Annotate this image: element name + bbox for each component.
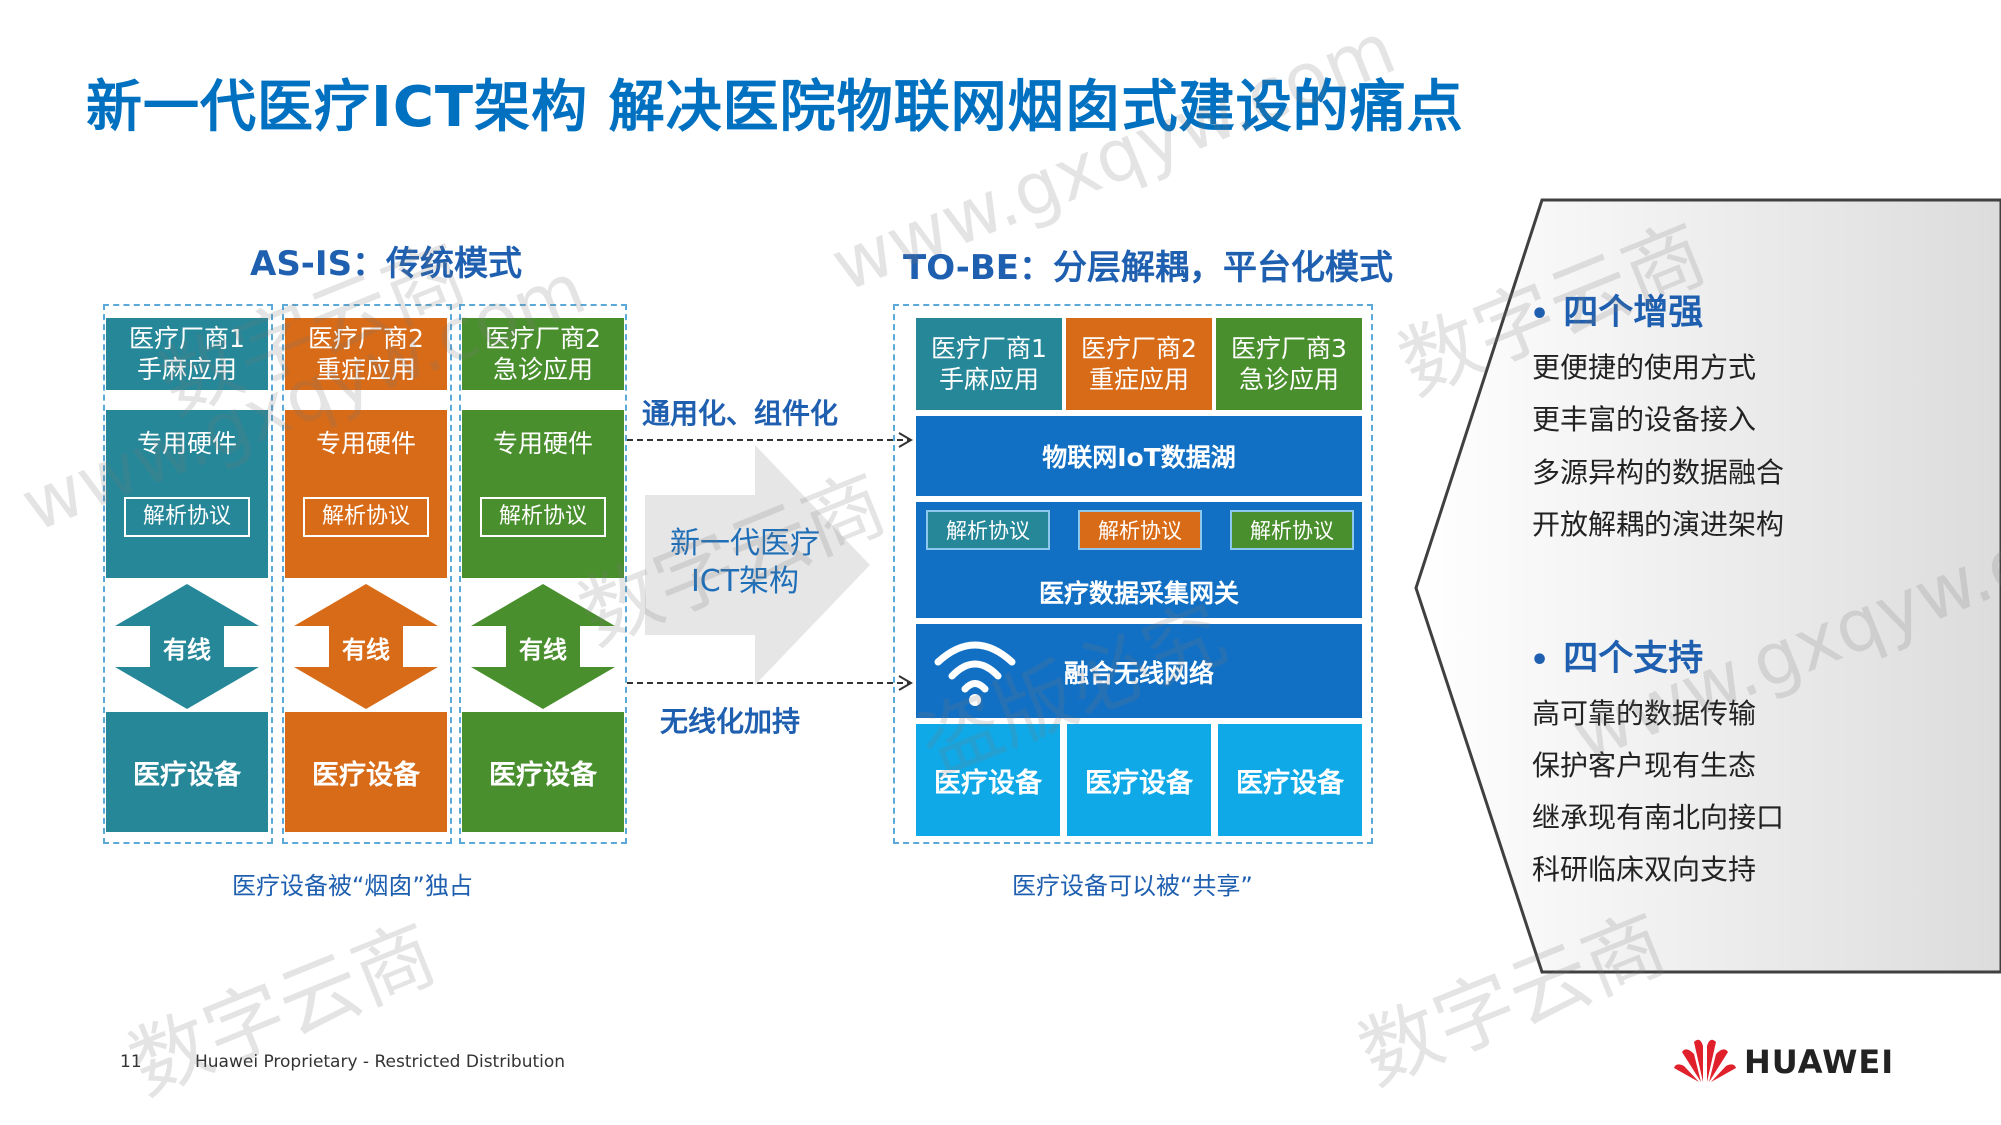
tobe-protocol-1: 解析协议 xyxy=(926,510,1050,550)
huawei-brand: HUAWEI xyxy=(1744,1043,1895,1081)
transition-arrow-icon xyxy=(645,445,870,685)
gateway-label: 医疗数据采集网关 xyxy=(1038,579,1239,608)
right-panel-background xyxy=(1414,198,2001,974)
vendor2-icu-app: 医疗厂商2 重症应用 xyxy=(285,318,447,390)
medical-device-1: 医疗设备 xyxy=(106,712,268,832)
wired-label-2: 有线 xyxy=(342,636,390,664)
tobe-vendor1-app: 医疗厂商1 手麻应用 xyxy=(916,318,1062,410)
hardware-label: 专用硬件 xyxy=(315,429,416,458)
support-item: 高可靠的数据传输 xyxy=(1532,697,1757,730)
vendor2-er-app: 医疗厂商2 急诊应用 xyxy=(462,318,624,390)
enhancements-heading: •四个增强 xyxy=(1530,293,1704,333)
support-item: 保护客户现有生态 xyxy=(1532,749,1757,782)
tobe-medical-device-3: 医疗设备 xyxy=(1218,724,1362,836)
new-ict-architecture-label: 新一代医疗 ICT架构 xyxy=(670,526,820,599)
enhancement-item: 更丰富的设备接入 xyxy=(1532,403,1757,436)
enhancements-heading-text: 四个增强 xyxy=(1563,293,1704,333)
iot-data-lake: 物联网IoT数据湖 xyxy=(916,416,1362,496)
tobe-vendor3-app: 医疗厂商3 急诊应用 xyxy=(1216,318,1362,410)
tobe-medical-device-2: 医疗设备 xyxy=(1067,724,1211,836)
wired-double-arrow-2 xyxy=(294,584,438,709)
to-be-caption: 医疗设备可以被“共享” xyxy=(1012,872,1253,900)
to-be-title: TO-BE：分层解耦，平台化模式 xyxy=(903,248,1393,288)
page-number: 11 xyxy=(120,1052,142,1072)
tobe-vendor2-app: 医疗厂商2 重症应用 xyxy=(1066,318,1212,410)
footer-text: Huawei Proprietary - Restricted Distribu… xyxy=(195,1052,566,1072)
vendor1-app: 医疗厂商1 手麻应用 xyxy=(106,318,268,390)
supports-heading: •四个支持 xyxy=(1530,639,1704,679)
wireless-label: 融合无线网络 xyxy=(1063,659,1214,688)
enhancement-item: 开放解耦的演进架构 xyxy=(1532,508,1785,541)
wired-double-arrow-1 xyxy=(115,584,259,709)
tobe-medical-device-1: 医疗设备 xyxy=(916,724,1060,836)
protocol-parser-1: 解析协议 xyxy=(124,497,250,537)
as-is-column-1-frame xyxy=(103,304,273,844)
dedicated-hardware-3: 专用硬件 解析协议 xyxy=(462,410,624,578)
medical-device-3: 医疗设备 xyxy=(462,712,624,832)
tobe-protocol-2: 解析协议 xyxy=(1078,510,1202,550)
protocol-parser-2: 解析协议 xyxy=(303,497,429,537)
supports-heading-text: 四个支持 xyxy=(1563,639,1704,679)
connector-lines xyxy=(627,432,913,691)
medical-device-2: 医疗设备 xyxy=(285,712,447,832)
data-gateway-layer: 解析协议 解析协议 解析协议 医疗数据采集网关 xyxy=(916,502,1362,618)
hardware-label: 专用硬件 xyxy=(492,429,593,458)
as-is-title: AS-IS：传统模式 xyxy=(250,244,523,284)
protocol-parser-3: 解析协议 xyxy=(480,497,606,537)
wired-label-3: 有线 xyxy=(519,636,567,664)
hardware-label: 专用硬件 xyxy=(136,429,237,458)
tobe-protocol-3: 解析协议 xyxy=(1230,510,1354,550)
support-item: 科研临床双向支持 xyxy=(1532,853,1757,886)
wired-label-1: 有线 xyxy=(163,636,211,664)
dedicated-hardware-2: 专用硬件 解析协议 xyxy=(285,410,447,578)
page-title: 新一代医疗ICT架构 解决医院物联网烟囱式建设的痛点 xyxy=(86,75,1464,140)
as-is-column-2-frame xyxy=(282,304,452,844)
watermark: 数字云商 xyxy=(116,906,449,1113)
enhancement-item: 更便捷的使用方式 xyxy=(1532,351,1757,384)
as-is-caption: 医疗设备被“烟囱”独占 xyxy=(232,872,473,900)
wireless-network-layer: 融合无线网络 xyxy=(916,624,1362,718)
as-is-column-3-frame xyxy=(459,304,627,844)
wireless-support-label: 无线化加持 xyxy=(660,705,801,738)
support-item: 继承现有南北向接口 xyxy=(1532,801,1785,834)
wifi-icon xyxy=(934,641,1016,706)
dedicated-hardware-1: 专用硬件 解析协议 xyxy=(106,410,268,578)
wired-double-arrow-3 xyxy=(471,584,615,709)
generalization-label: 通用化、组件化 xyxy=(642,397,839,430)
huawei-logo-icon xyxy=(1674,1039,1736,1082)
enhancement-item: 多源异构的数据融合 xyxy=(1532,456,1785,489)
to-be-frame xyxy=(893,304,1373,844)
